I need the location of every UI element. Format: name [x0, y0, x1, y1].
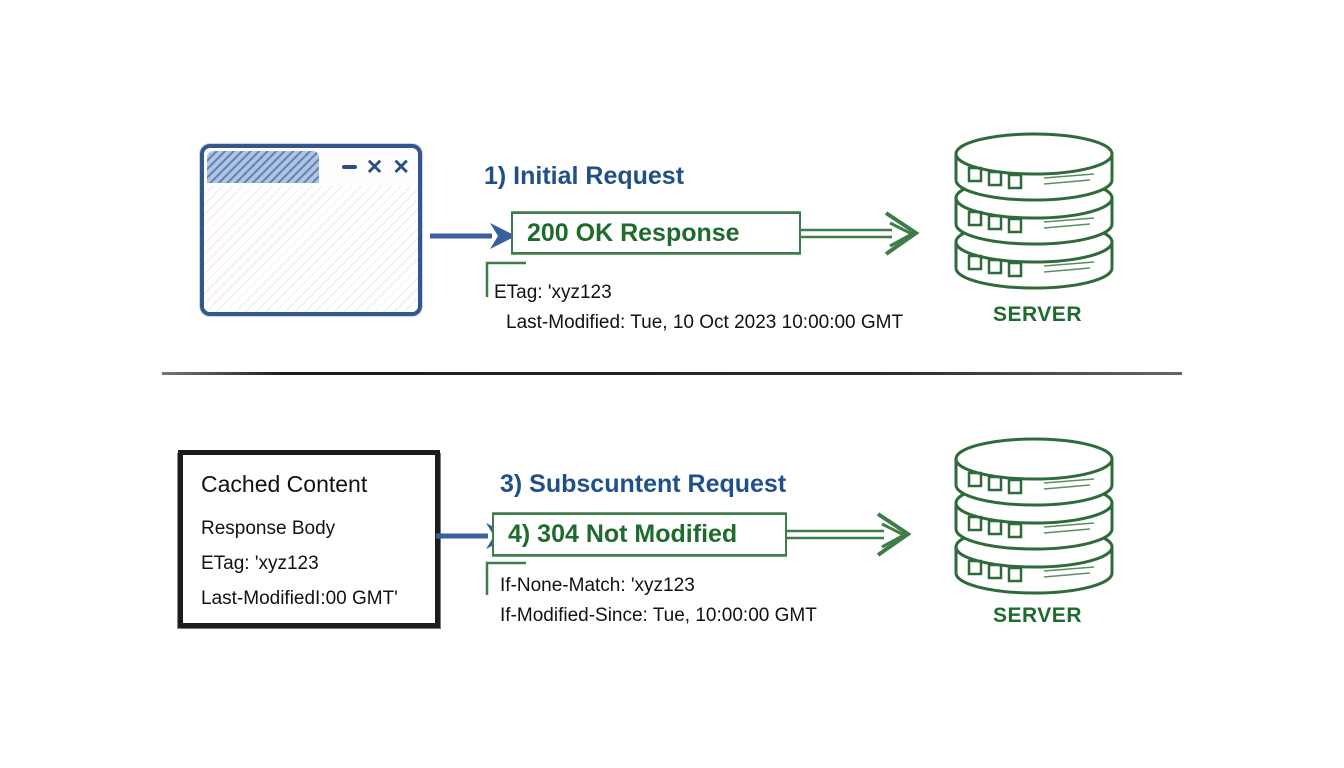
header-line-last-modified-top: Last-Modified: Tue, 10 Oct 2023 10:00:00… [506, 312, 904, 333]
header-line-if-modified-since: If-Modified-Since: Tue, 10:00:00 GMT [500, 605, 817, 626]
browser-window: ✕ ✕ [200, 144, 422, 316]
server-stack-bottom [944, 427, 1134, 597]
maximize-close-icon[interactable]: ✕ [365, 155, 384, 179]
headers-connector-bottom [482, 553, 532, 597]
browser-titlebar: ✕ ✕ [204, 148, 418, 189]
headers-connector-top [482, 253, 532, 299]
server-label-top: SERVER [993, 303, 1082, 326]
cached-content-box: Cached Content Response Body ETag: 'xyz1… [178, 450, 440, 628]
response-box-200: 200 OK Response [511, 212, 801, 254]
response-box-200-label: 200 OK Response [527, 218, 740, 247]
cached-content-title: Cached Content [201, 471, 368, 497]
server-arrow-bottom [786, 512, 912, 557]
server-arrow-top [800, 211, 920, 256]
server-label-bottom: SERVER [993, 604, 1082, 627]
minimize-icon[interactable] [341, 165, 357, 169]
browser-window-controls: ✕ ✕ [341, 155, 410, 179]
section-divider [162, 372, 1182, 375]
step-title-subsequent-request: 3) Subscuntent Request [500, 470, 787, 498]
cached-line-etag: ETag: 'xyz123 [201, 553, 319, 574]
browser-viewport [204, 186, 418, 312]
browser-tab-shade [207, 151, 319, 183]
cached-line-last-modified: Last-ModifiedI:00 GMT' [201, 588, 398, 609]
header-line-if-none-match: If-None-Match: 'xyz123 [500, 575, 695, 596]
response-box-304-label: 4) 304 Not Modified [508, 520, 738, 548]
response-box-304: 4) 304 Not Modified [492, 513, 787, 556]
header-line-etag-top: ETag: 'xyz123 [494, 282, 612, 303]
request-arrow-top [430, 218, 520, 254]
step-title-initial-request: 1) Initial Request [484, 162, 685, 190]
server-stack-top [944, 122, 1134, 292]
cached-line-body: Response Body [201, 518, 336, 539]
close-icon[interactable]: ✕ [392, 155, 410, 179]
